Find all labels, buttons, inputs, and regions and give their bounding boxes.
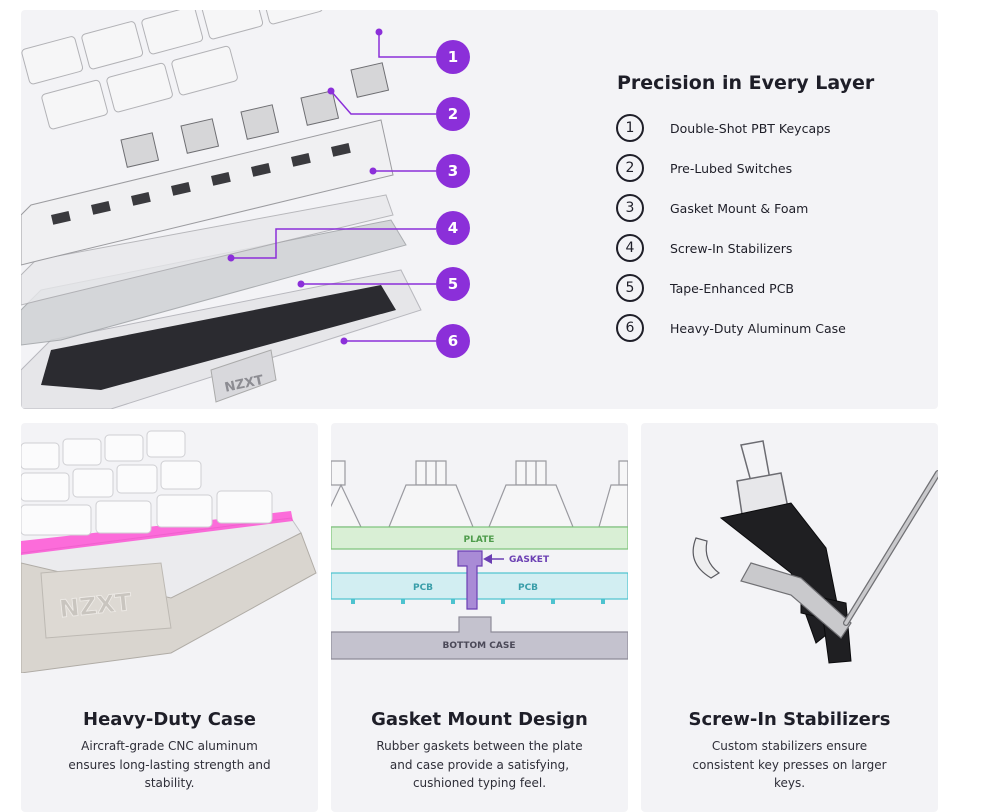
plate-label: PLATE bbox=[464, 535, 495, 545]
layer-number: 6 bbox=[616, 314, 644, 342]
gasket-label: GASKET bbox=[509, 555, 550, 565]
gasket-shape bbox=[457, 550, 483, 610]
layer-item: 2 Pre-Lubed Switches bbox=[616, 148, 846, 188]
hero-panel: NZXT bbox=[21, 10, 938, 409]
callout-dots bbox=[227, 28, 383, 345]
bottom-case-label: BOTTOM CASE bbox=[443, 641, 516, 651]
layer-item: 5 Tape-Enhanced PCB bbox=[616, 268, 846, 308]
layer-label: Pre-Lubed Switches bbox=[670, 160, 793, 176]
layer-item: 3 Gasket Mount & Foam bbox=[616, 188, 846, 228]
layer-item: 6 Heavy-Duty Aluminum Case bbox=[616, 308, 846, 348]
layer-badge-6: 6 bbox=[436, 324, 470, 358]
card-title: Screw-In Stabilizers bbox=[688, 709, 891, 730]
keyboard-case-illustration: NZXT bbox=[21, 430, 317, 673]
exploded-keyboard-illustration: NZXT bbox=[21, 10, 436, 409]
layer-item: 1 Double-Shot PBT Keycaps bbox=[616, 108, 846, 148]
layer-label: Gasket Mount & Foam bbox=[670, 200, 809, 216]
gasket-diagram: PLATE PCB PCB GASKET BOTTOM CASE bbox=[331, 460, 628, 660]
plate-layer bbox=[21, 119, 394, 266]
pcb-label-right: PCB bbox=[518, 583, 538, 593]
bottom-case-shape bbox=[331, 616, 628, 660]
card-title: Gasket Mount Design bbox=[371, 709, 588, 730]
layer-label: Screw-In Stabilizers bbox=[670, 240, 793, 256]
keycaps-layer bbox=[21, 10, 324, 130]
layer-number: 4 bbox=[616, 234, 644, 262]
plate-bar bbox=[331, 526, 628, 550]
layer-badge-1: 1 bbox=[436, 40, 470, 74]
layer-badge-5: 5 bbox=[436, 267, 470, 301]
pcb-pins bbox=[351, 599, 605, 604]
layer-badge-4: 4 bbox=[436, 211, 470, 245]
switches-layer bbox=[120, 62, 390, 168]
layer-label: Heavy-Duty Aluminum Case bbox=[670, 320, 846, 336]
layer-badge-2: 2 bbox=[436, 97, 470, 131]
pcb-bar bbox=[331, 572, 628, 600]
feature-card-stabilizers: Screw-In Stabilizers Custom stabilizers … bbox=[641, 423, 938, 812]
layer-label: Tape-Enhanced PCB bbox=[670, 280, 794, 296]
layer-number: 3 bbox=[616, 194, 644, 222]
card-title: Heavy-Duty Case bbox=[83, 709, 256, 730]
stabilizer-illustration bbox=[692, 440, 938, 664]
layer-number: 1 bbox=[616, 114, 644, 142]
feature-card-gasket: PLATE PCB PCB GASKET BOTTOM CASE Gasket … bbox=[331, 423, 628, 812]
feature-card-case: NZXT Heavy-Duty Case Aircraft-grade CNC … bbox=[21, 423, 318, 812]
layer-item: 4 Screw-In Stabilizers bbox=[616, 228, 846, 268]
layers-heading: Precision in Every Layer bbox=[617, 72, 875, 94]
card-description: Rubber gaskets between the plate and cas… bbox=[376, 739, 583, 790]
layer-badge-3: 3 bbox=[436, 154, 470, 188]
case-layer: NZXT bbox=[21, 269, 422, 409]
layer-label: Double-Shot PBT Keycaps bbox=[670, 120, 831, 136]
card-description: Custom stabilizers ensure consistent key… bbox=[692, 739, 887, 790]
layer-number: 5 bbox=[616, 274, 644, 302]
layer-list: 1 Double-Shot PBT Keycaps 2 Pre-Lubed Swit… bbox=[616, 108, 846, 348]
gasket-arrow-head bbox=[483, 554, 492, 564]
callout-lines bbox=[231, 32, 436, 342]
switch-outlines bbox=[331, 460, 628, 528]
pcb-label-left: PCB bbox=[413, 583, 433, 593]
card-description: Aircraft-grade CNC aluminum ensures long… bbox=[68, 739, 271, 790]
layer-number: 2 bbox=[616, 154, 644, 182]
